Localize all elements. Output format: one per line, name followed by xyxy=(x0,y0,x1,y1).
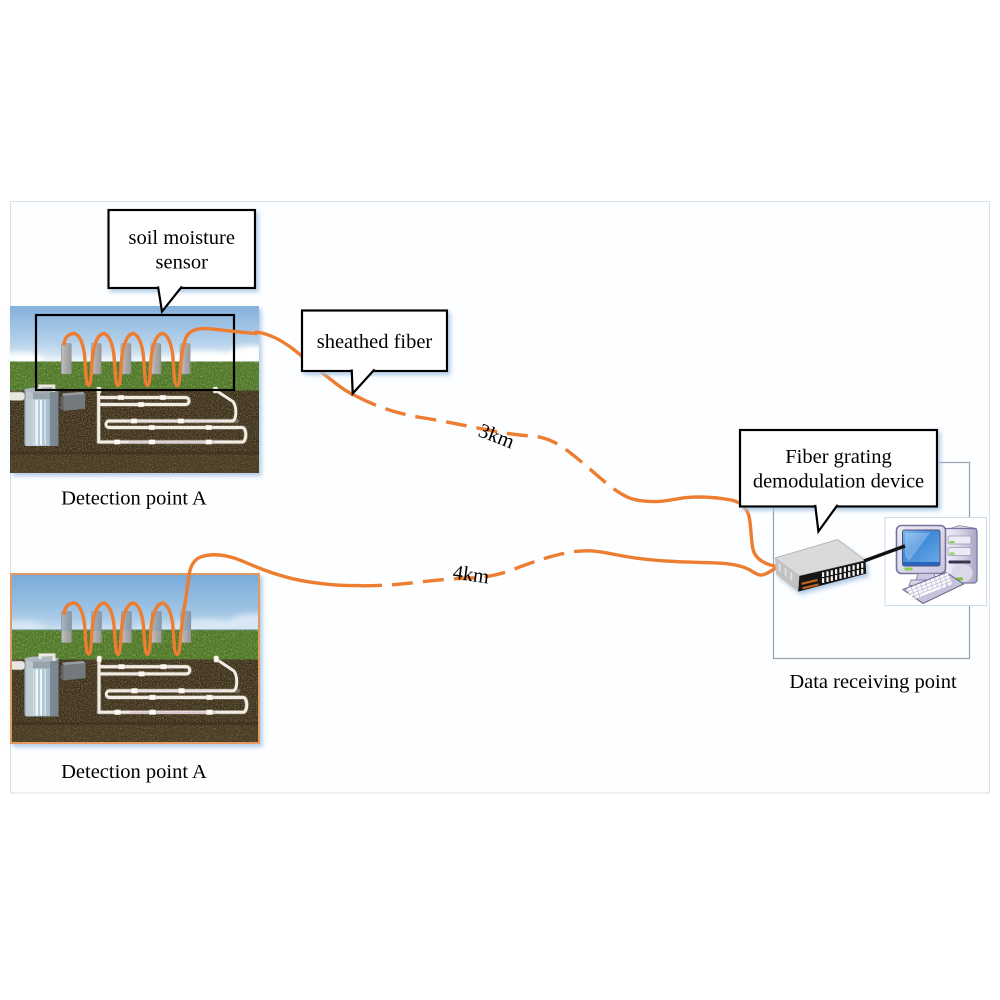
svg-text:soil moisture: soil moisture xyxy=(129,227,235,249)
svg-text:Detection point A: Detection point A xyxy=(61,761,207,783)
svg-text:Data receiving point: Data receiving point xyxy=(789,671,957,693)
svg-text:4km: 4km xyxy=(451,562,490,589)
svg-text:Fiber grating: Fiber grating xyxy=(785,446,891,468)
svg-text:Detection point A: Detection point A xyxy=(61,488,207,510)
svg-text:sensor: sensor xyxy=(156,251,209,273)
svg-text:sheathed fiber: sheathed fiber xyxy=(317,331,433,353)
svg-text:demodulation device: demodulation device xyxy=(753,471,924,493)
